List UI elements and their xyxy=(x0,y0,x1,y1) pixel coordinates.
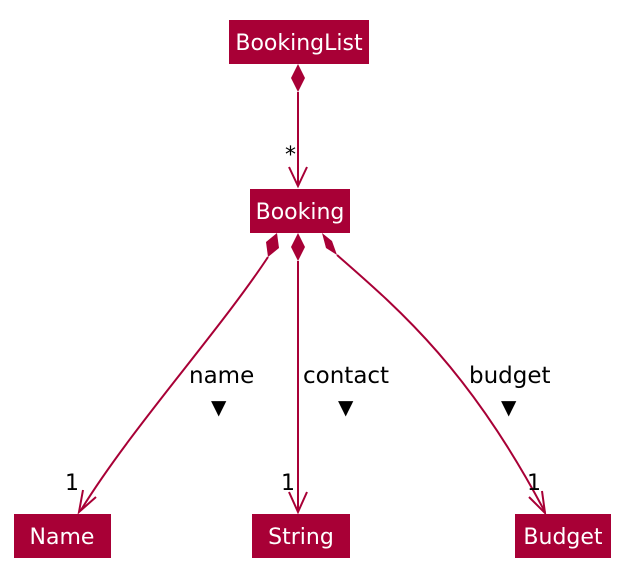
class-string[interactable]: String xyxy=(252,514,350,558)
multiplicity-string: 1 xyxy=(281,471,295,496)
multiplicity-name: 1 xyxy=(65,471,79,496)
arrowhead-string xyxy=(288,491,308,515)
composition-diamond-contact xyxy=(291,233,305,261)
direction-name: ▼ xyxy=(211,395,227,419)
arrowhead-name xyxy=(77,489,97,515)
class-booking[interactable]: Booking xyxy=(250,189,350,233)
class-string-label: String xyxy=(268,525,334,550)
relation-booking-budget: budget ▼ 1 xyxy=(322,233,551,516)
class-name-label: Name xyxy=(30,525,95,550)
label-contact: contact xyxy=(303,363,389,389)
relation-booking-string: contact ▼ 1 xyxy=(281,233,389,515)
composition-diamond-bookinglist xyxy=(291,64,305,92)
direction-budget: ▼ xyxy=(501,395,517,419)
direction-contact: ▼ xyxy=(338,395,354,419)
arrowhead-booking xyxy=(288,166,308,189)
label-name: name xyxy=(189,363,254,389)
arrowhead-budget xyxy=(528,490,547,516)
class-name[interactable]: Name xyxy=(14,514,111,558)
class-bookinglist[interactable]: BookingList xyxy=(229,20,369,64)
class-booking-label: Booking xyxy=(256,200,345,225)
multiplicity-budget: 1 xyxy=(527,471,541,496)
composition-diamond-budget xyxy=(322,233,337,255)
class-budget[interactable]: Budget xyxy=(515,514,611,558)
label-budget: budget xyxy=(469,363,551,389)
relation-booking-name: name ▼ 1 xyxy=(65,233,279,515)
class-budget-label: Budget xyxy=(523,525,603,550)
multiplicity-booking: * xyxy=(285,143,296,168)
composition-diamond-name xyxy=(266,233,279,257)
relation-bookinglist-booking: * xyxy=(285,64,308,189)
class-bookinglist-label: BookingList xyxy=(235,31,363,56)
